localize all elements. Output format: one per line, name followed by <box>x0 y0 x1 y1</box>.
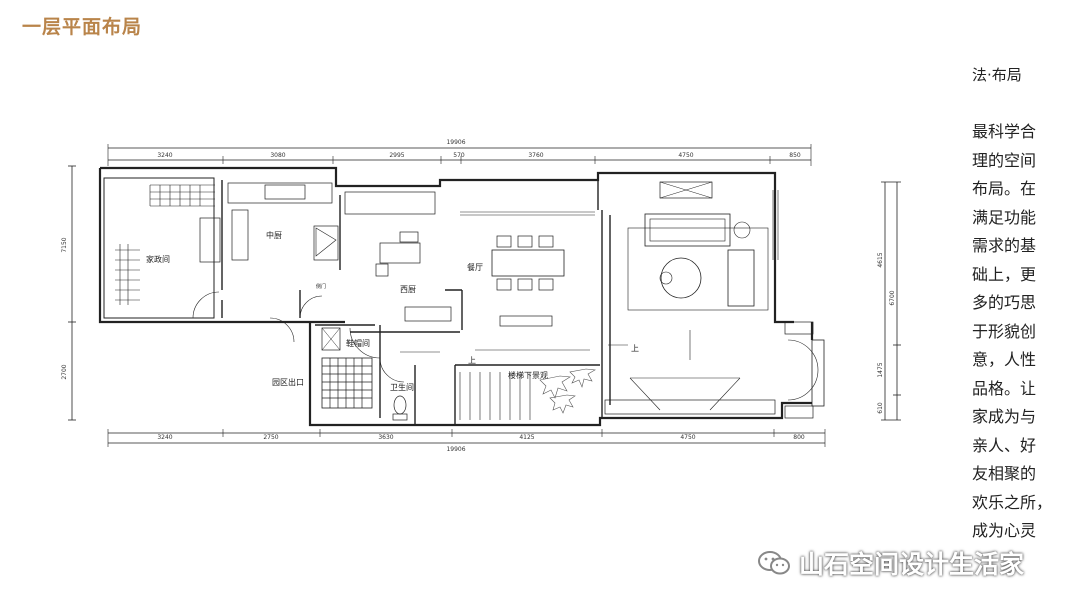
sidebar-line: 最科学合 <box>972 122 1037 141</box>
dim-label: 570 <box>453 152 465 159</box>
dim-label: 3760 <box>528 152 543 159</box>
sidebar-line: 满足功能 <box>972 207 1037 227</box>
room-shoe: 鞋帽间 <box>346 338 370 348</box>
room-garden-exit: 园区出口 <box>272 377 304 387</box>
sidebar-line: 友相聚的 <box>972 464 1037 483</box>
sidebar-line: 家成为与 <box>972 407 1037 426</box>
up-label-right: 上 <box>631 344 639 353</box>
dim-label: 3240 <box>157 152 172 159</box>
dim-label: 3080 <box>270 152 285 159</box>
sidebar-line: 需求的基 <box>972 236 1037 255</box>
dim-label: 850 <box>789 152 801 159</box>
wechat-icon <box>758 551 790 575</box>
dim-label: 800 <box>793 434 805 441</box>
room-side-door: 侧门 <box>316 283 326 290</box>
dim-label: 610 <box>877 402 884 414</box>
room-western-kitchen: 西厨 <box>400 285 416 294</box>
sidebar-line: 意，人性 <box>972 350 1037 369</box>
room-kitchen: 中厨 <box>266 230 282 240</box>
dim-label: 2750 <box>263 434 278 441</box>
watermark-text: 山石空间设计生活家 <box>799 550 1025 579</box>
room-dining: 餐厅 <box>467 263 483 272</box>
sidebar-line: 亲人、好 <box>972 435 1037 455</box>
dim-label: 2700 <box>61 364 68 379</box>
sidebar-text: 最科学合 理的空间 布局。在 满足功能 需求的基 础上，更 多的巧思 于形貌创 … <box>972 118 1052 546</box>
sidebar-line: 多的巧思 <box>972 293 1037 312</box>
sidebar-line: 品格。让 <box>972 378 1037 398</box>
room-family: 家政间 <box>146 254 170 264</box>
sidebar-heading: 法·布局 <box>972 66 1022 84</box>
dim-label: 4750 <box>680 434 695 441</box>
dim-label: 2995 <box>389 152 404 159</box>
dim-label: 6700 <box>889 290 896 305</box>
sidebar-line: 布局。在 <box>972 179 1037 198</box>
dim-label: 3630 <box>378 434 393 441</box>
sidebar-line: 成为心灵 <box>972 521 1037 540</box>
dim-label: 3240 <box>157 434 172 441</box>
sidebar-line: 理的空间 <box>972 150 1037 170</box>
sidebar-line: 于形貌创 <box>972 321 1037 341</box>
sidebar-line: 础上，更 <box>972 264 1037 284</box>
page-title: 一层平面布局 <box>22 16 143 38</box>
top-total-dim: 19906 <box>446 139 465 146</box>
watermark: 山石空间设计生活家 <box>757 545 1024 581</box>
room-toilet: 卫生间 <box>390 382 414 392</box>
bottom-total-dim: 19906 <box>446 446 465 453</box>
room-stair-garden: 楼梯下景观 <box>508 370 548 380</box>
up-label-left: 上 <box>468 356 476 365</box>
sidebar-line: 欢乐之所， <box>972 492 1053 512</box>
dim-label: 4615 <box>877 252 884 267</box>
dim-label: 1475 <box>877 362 884 377</box>
dim-label: 4750 <box>678 152 693 159</box>
dim-label: 7150 <box>61 237 68 252</box>
dim-label: 4125 <box>519 434 534 441</box>
